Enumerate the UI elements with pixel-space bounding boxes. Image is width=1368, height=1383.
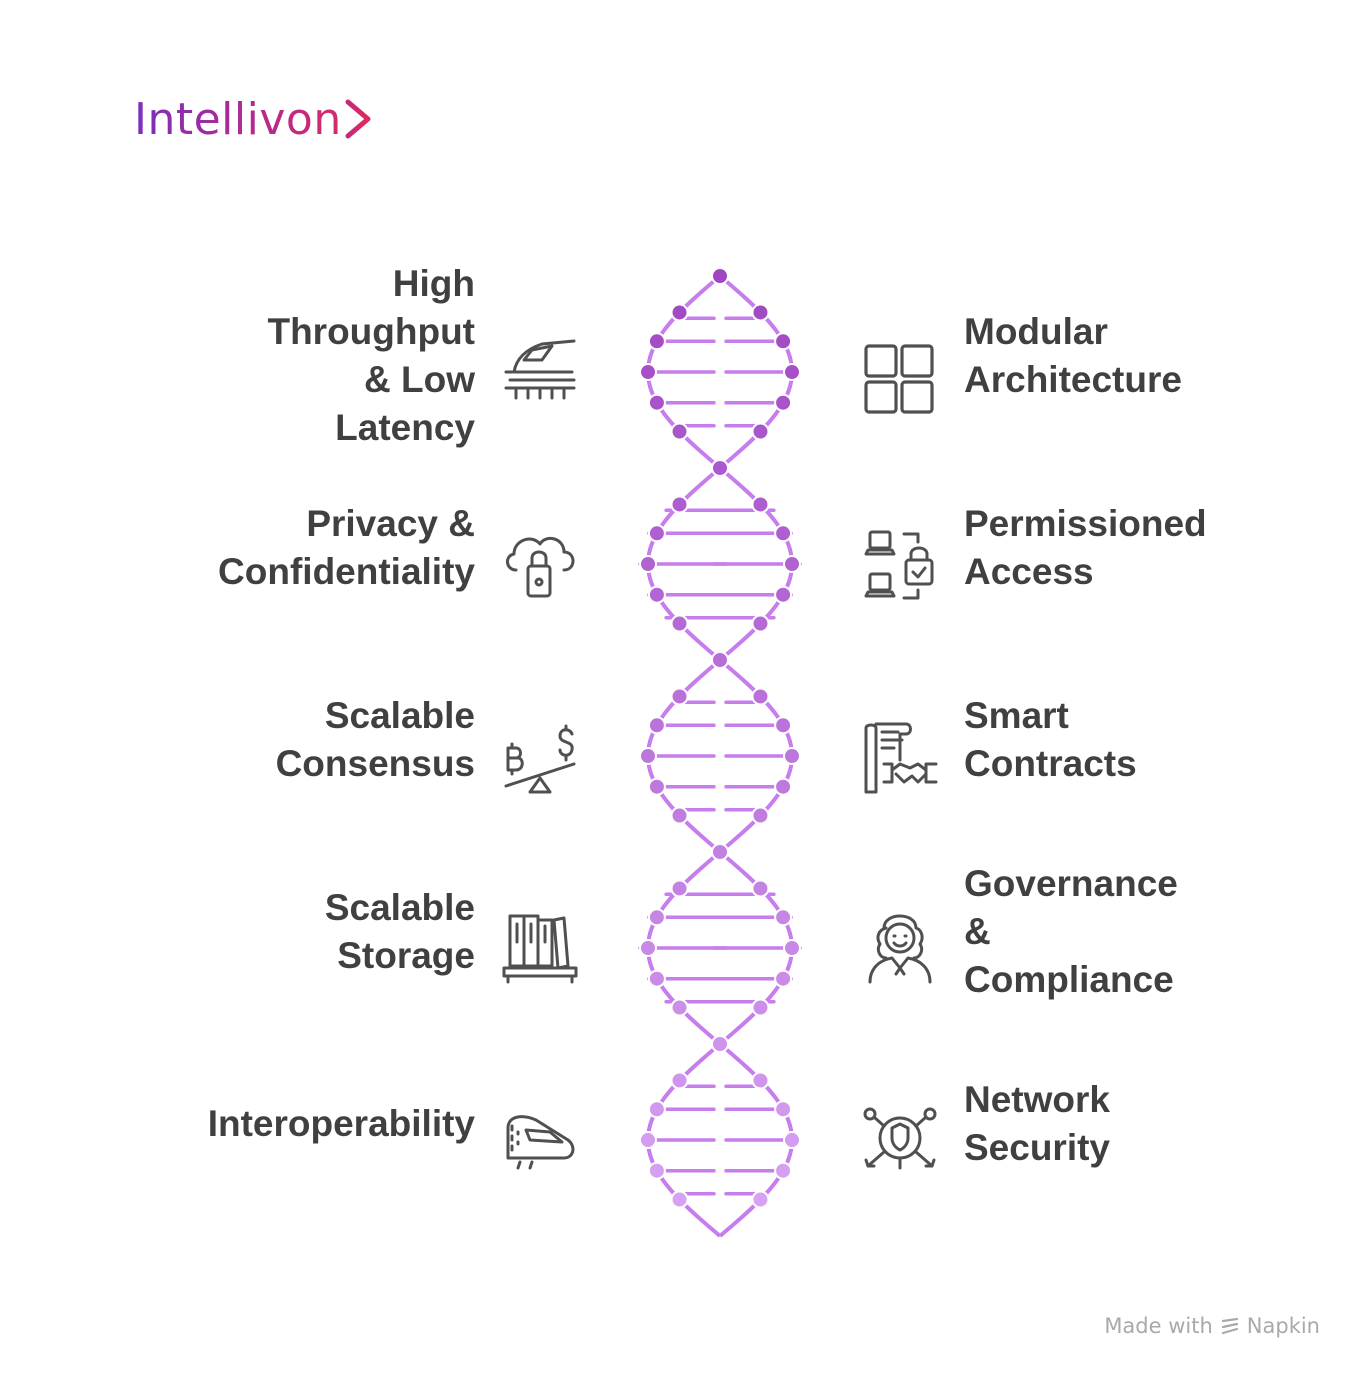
- helix-node: [774, 908, 793, 927]
- helix-node: [647, 393, 666, 412]
- grid-modules-icon: [862, 342, 938, 418]
- helix-node: [647, 524, 666, 543]
- napkin-logo-icon: [1221, 1317, 1238, 1335]
- helix-node: [670, 422, 689, 441]
- label-modular-architecture: Modular Architecture: [964, 311, 1182, 400]
- label-scalable-consensus: Scalable Consensus: [275, 695, 475, 784]
- helix-node: [711, 267, 729, 285]
- helix-node: [647, 1161, 666, 1180]
- helix-node: [647, 716, 666, 735]
- label-governance: Governance & Compliance: [964, 863, 1178, 1000]
- label-permissioned-access: Permissioned Access: [964, 503, 1207, 592]
- helix-node: [783, 363, 801, 381]
- train-icon: [502, 336, 578, 412]
- helix-node: [670, 614, 689, 633]
- helix-node: [670, 998, 689, 1017]
- helix-node: [670, 1071, 689, 1090]
- helix-node: [670, 879, 689, 898]
- helix-node: [639, 939, 657, 957]
- helix-node: [774, 524, 793, 543]
- helix-node: [774, 393, 793, 412]
- label-interoperability: Interoperability: [207, 1103, 475, 1144]
- helix-node: [670, 687, 689, 706]
- dna-helix: [638, 267, 802, 1238]
- helix-node: [639, 747, 657, 765]
- helix-node: [647, 969, 666, 988]
- helix-node: [670, 495, 689, 514]
- bookshelf-icon: [502, 912, 578, 988]
- helix-node: [711, 651, 729, 669]
- label-network-security: Network Security: [964, 1079, 1111, 1168]
- network-shield-icon: [862, 1104, 938, 1180]
- judge-icon: [862, 908, 938, 984]
- napkin-text: Napkin: [1246, 1314, 1320, 1338]
- helix-node: [751, 1190, 770, 1209]
- chevron-right-icon: [345, 99, 371, 139]
- helix-node: [670, 303, 689, 322]
- helix-node: [751, 806, 770, 825]
- helix-node: [751, 303, 770, 322]
- helix-node: [711, 843, 729, 861]
- helix-node: [711, 1035, 729, 1053]
- helix-node: [647, 908, 666, 927]
- balance-seesaw-icon: [502, 722, 578, 798]
- helix-node: [774, 777, 793, 796]
- contract-handshake-icon: [862, 720, 938, 796]
- helix-node: [639, 555, 657, 573]
- helix-node: [783, 1131, 801, 1149]
- helix-node: [647, 1100, 666, 1119]
- helix-node: [783, 555, 801, 573]
- brand-logo-text: Intellivon: [134, 92, 342, 148]
- helix-node: [751, 422, 770, 441]
- helix-node: [783, 939, 801, 957]
- helix-node: [774, 1100, 793, 1119]
- helix-node: [774, 585, 793, 604]
- helix-node: [647, 585, 666, 604]
- label-scalable-storage: Scalable Storage: [324, 887, 475, 976]
- label-smart-contracts: Smart Contracts: [964, 695, 1137, 784]
- cloud-lock-icon: [502, 530, 578, 606]
- made-with-text: Made with: [1104, 1314, 1213, 1338]
- helix-node: [751, 495, 770, 514]
- devices-lock-icon: [862, 528, 938, 604]
- helix-node: [670, 806, 689, 825]
- helix-node: [711, 459, 729, 477]
- label-privacy: Privacy & Confidentiality: [218, 503, 475, 592]
- helix-node: [751, 614, 770, 633]
- label-high-throughput: High Throughput & Low Latency: [267, 263, 475, 448]
- helix-node: [751, 1071, 770, 1090]
- helix-node: [751, 998, 770, 1017]
- helix-node: [774, 332, 793, 351]
- helix-node: [774, 1161, 793, 1180]
- helix-node: [783, 747, 801, 765]
- helix-node: [647, 332, 666, 351]
- helix-node: [639, 363, 657, 381]
- bullet-train-icon: [502, 1106, 578, 1182]
- helix-node: [774, 716, 793, 735]
- helix-node: [639, 1131, 657, 1149]
- helix-node: [751, 687, 770, 706]
- helix-node: [751, 879, 770, 898]
- helix-node: [647, 777, 666, 796]
- helix-node: [774, 969, 793, 988]
- helix-node: [670, 1190, 689, 1209]
- made-with-credit: Made with Napkin: [1104, 1314, 1320, 1338]
